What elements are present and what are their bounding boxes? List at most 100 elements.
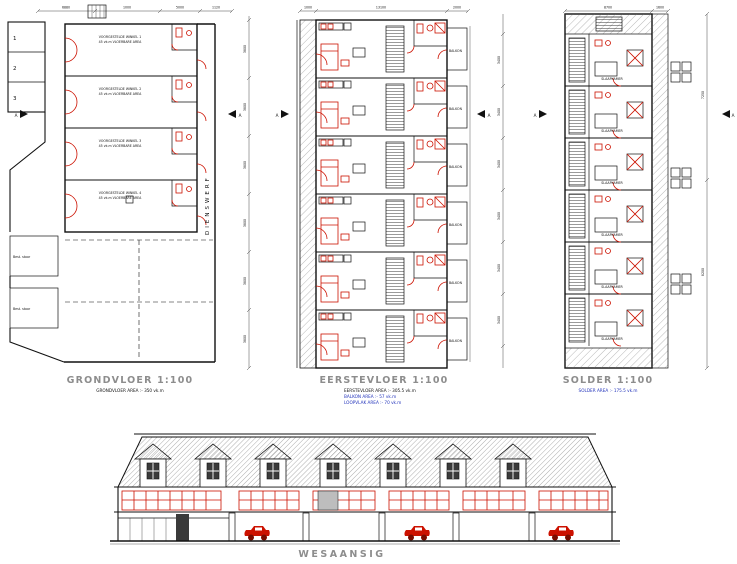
- balkon-label: BALKON: [449, 339, 463, 343]
- shop-unit: [64, 179, 207, 226]
- first-floor-plan: 1000 13100 2000 3800 3800 3800 3800 3800…: [243, 6, 471, 405]
- dimension-label: 3800: [243, 45, 247, 53]
- dimension-label: 6880: [62, 6, 70, 10]
- dimension-label: 3800: [243, 219, 247, 227]
- dimension-label: 8700: [604, 6, 612, 10]
- attic-plan: 8700 1600 3400 3400 3400 3400 3400 3400: [497, 6, 710, 393]
- first-subtitle-3: LOOPVLAK AREA :- 70 vk.m: [344, 400, 401, 405]
- unit-area-label: 45 vk.m VLOERBARE AREA: [99, 92, 143, 96]
- legend-box: [87, 4, 107, 19]
- first-subtitle-2: BALKON AREA :- 57 vk.m: [344, 394, 396, 399]
- elevation-ground-floor: [110, 487, 620, 545]
- room-label: SLAAPKAMER: [601, 233, 623, 237]
- dimension-label: 3400: [497, 316, 501, 324]
- dimension-label: 1600: [656, 6, 664, 10]
- first-dimension-left: 3800 3800 3800 3800 3800 3800: [243, 16, 252, 371]
- dienswerf-label: DIENSWERF: [205, 175, 211, 235]
- room-label: SLAAPKAMER: [601, 129, 623, 133]
- first-floor-windows: [121, 490, 609, 511]
- dimension-label: 3400: [497, 160, 501, 168]
- room-number: 2: [13, 66, 17, 72]
- unit-label: VOORGESTELDE WINKEL 1: [99, 35, 141, 39]
- unit-area-label: 45 vk.m VLOERBARE AREA: [99, 196, 143, 200]
- room-number: 3: [13, 96, 17, 102]
- unit-area-label: 45 vk.m VLOERBARE AREA: [99, 40, 143, 44]
- room-label: SLAAPKAMER: [601, 285, 623, 289]
- section-markers: A A A A A A: [15, 110, 735, 118]
- unit-label: VOORGESTELDE WINKEL 4: [99, 191, 141, 195]
- dimension-label: 3400: [497, 108, 501, 116]
- attic-dimension-right: 7250 8200: [701, 11, 710, 371]
- site-boundary: [9, 112, 46, 232]
- existing-stores: Best. stoor Best. stoor: [9, 235, 59, 329]
- dimension-label: 8200: [701, 268, 705, 276]
- first-main-building: [315, 19, 448, 369]
- first-title: EERSTEVLOER 1:100: [319, 375, 448, 386]
- roof: [117, 436, 613, 488]
- ground-subtitle: GRONDVLOER AREA :- 350 vk.m: [96, 388, 163, 393]
- shop-unit: [64, 75, 207, 122]
- car: [404, 526, 430, 541]
- dimension-label: 3800: [243, 277, 247, 285]
- flat-unit: [315, 251, 448, 305]
- section-marker-label: A: [732, 113, 735, 118]
- section-marker-label: A: [276, 113, 279, 118]
- dimension-label: 3800: [243, 103, 247, 111]
- flat-unit: [315, 77, 448, 131]
- ground-left-rooms: 1 2 3: [7, 21, 46, 113]
- unit-area-label: 45 vk.m VLOERBARE AREA: [99, 144, 143, 148]
- service-yard: DIENSWERF: [64, 23, 216, 363]
- dimension-label: 3800: [243, 335, 247, 343]
- ground-floor-plan: 6880 1000 5000 1120 1 2 3: [7, 4, 235, 393]
- flat-unit: [315, 135, 448, 189]
- dimension-label: 2000: [453, 6, 461, 10]
- dimension-label: 3400: [497, 264, 501, 272]
- flat-unit: [315, 19, 448, 73]
- section-marker-label: A: [534, 113, 537, 118]
- balconies: BALKON BALKON BALKON BALKON BALKON BALKO…: [446, 26, 471, 362]
- store-label: Best. stoor: [13, 307, 31, 311]
- dimension-label: 1120: [212, 6, 220, 10]
- dimension-label: 7250: [701, 91, 705, 99]
- elevation-title: WESAANSIG: [298, 549, 385, 560]
- first-dimension-top: 1000 13100 2000: [297, 6, 471, 14]
- section-marker-label: A: [15, 113, 18, 118]
- unit-label: VOORGESTELDE WINKEL 3: [99, 139, 141, 143]
- walkway: [299, 19, 317, 369]
- balkon-label: BALKON: [449, 165, 463, 169]
- room-label: SLAAPKAMER: [601, 337, 623, 341]
- dimension-label: 5000: [176, 6, 184, 10]
- store-label: Best. stoor: [13, 255, 31, 259]
- unit-label: VOORGESTELDE WINKEL 2: [99, 87, 141, 91]
- dimension-label: 13100: [376, 6, 386, 10]
- ground-title: GRONDVLOER 1:100: [67, 375, 194, 386]
- balkon-label: BALKON: [449, 107, 463, 111]
- room-label: SLAAPKAMER: [601, 77, 623, 81]
- dimension-label: 1000: [304, 6, 312, 10]
- car: [244, 526, 270, 541]
- dimension-label: 1000: [123, 6, 131, 10]
- ground-dimension-top: 6880 1000 5000 1120: [35, 6, 235, 14]
- room-number: 1: [13, 36, 17, 42]
- section-marker-label: A: [488, 113, 491, 118]
- entrance-door: [176, 514, 189, 541]
- room-label: SLAAPKAMER: [601, 181, 623, 185]
- attic-subtitle: SOLDER AREA :- 175.5 vk.m: [579, 388, 638, 393]
- balkon-label: BALKON: [449, 49, 463, 53]
- attic-dimension-left: 3400 3400 3400 3400 3400 3400: [497, 14, 506, 368]
- attic-main-building: SLAAPKAMER SLAAPKAMER SLAAPKAMER SLAAPKA…: [564, 13, 669, 369]
- shop-unit: [64, 127, 207, 174]
- balkon-label: BALKON: [449, 281, 463, 285]
- attic-dimension-top: 8700 1600: [562, 6, 671, 14]
- dimension-label: 3800: [243, 161, 247, 169]
- west-elevation: WESAANSIG: [110, 433, 620, 560]
- attic-title: SOLDER 1:100: [563, 375, 654, 386]
- roof-balconies: [670, 61, 692, 295]
- section-marker-label: A: [239, 113, 242, 118]
- flat-unit: [315, 193, 448, 247]
- flat-unit: [315, 309, 448, 363]
- dimension-label: 3400: [497, 56, 501, 64]
- shop-unit: [64, 23, 207, 70]
